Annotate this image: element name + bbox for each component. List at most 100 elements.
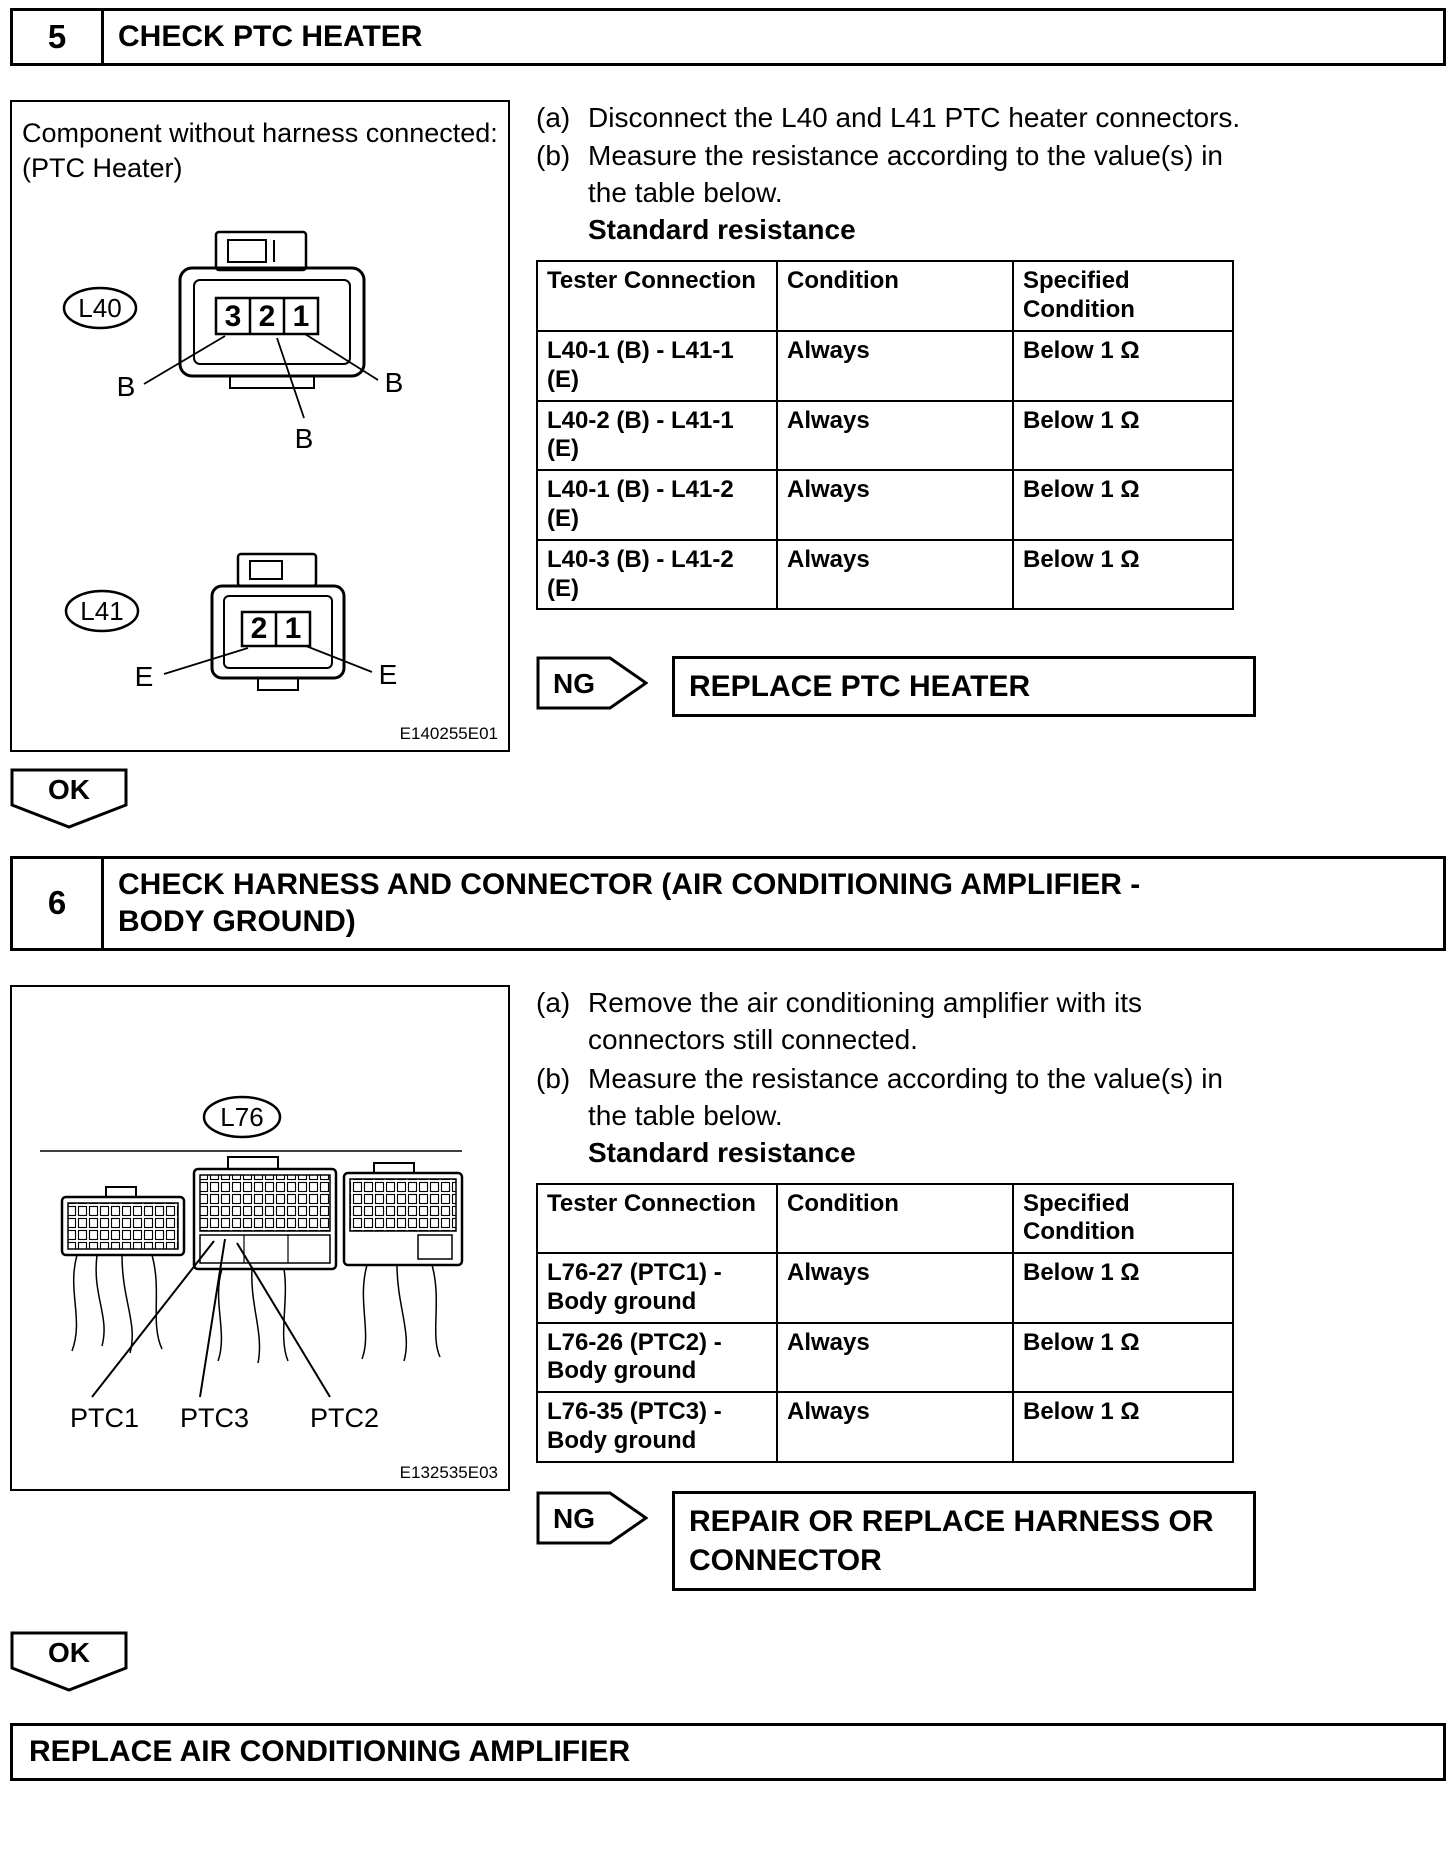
amplifier-connector-drawing: L76 <box>40 1095 464 1433</box>
ng-branch-step6: NG REPAIR OR REPLACE HARNESS OR CONNECTO… <box>536 1490 1256 1591</box>
l41-leader-left <box>163 646 249 675</box>
table-row: L76-26 (PTC2) - Body ground Always Below… <box>536 1321 1234 1394</box>
ok-pentagon-shape: OK <box>10 1631 128 1692</box>
step5-number: 5 <box>13 11 104 63</box>
l40-top-tab <box>214 230 308 271</box>
table-row: L76-35 (PTC3) - Body ground Always Below… <box>536 1391 1234 1463</box>
ptc3-leader <box>199 1238 226 1397</box>
table-cell: Always <box>776 1321 1014 1394</box>
step6-number: 6 <box>13 858 104 948</box>
table-cell: L76-27 (PTC1) - Body ground <box>536 1252 778 1324</box>
ptc2-label: PTC2 <box>310 1403 379 1433</box>
ptc2-leader <box>236 1242 331 1398</box>
left-connector-tab <box>105 1185 137 1198</box>
l41-terminal-left: E <box>135 661 154 692</box>
middle-connector-tab <box>227 1155 279 1170</box>
table-header-row: Tester Connection Condition Specified Co… <box>536 260 1234 332</box>
figure-caption: Component without harness connected: (PT… <box>22 116 498 186</box>
standard-resistance-label: Standard resistance <box>588 214 856 246</box>
l41-pin-2: 2 <box>251 612 268 645</box>
table-cell: Below 1 Ω <box>1012 329 1234 402</box>
table-cell: Always <box>776 1391 1014 1463</box>
instruction-marker: (b) <box>536 140 571 172</box>
l40-terminal-left: B <box>117 371 136 402</box>
table-header-cell: Condition <box>776 1182 1014 1255</box>
left-connector-pins <box>67 1201 179 1250</box>
resistance-table-step6: Tester Connection Condition Specified Co… <box>536 1182 1234 1463</box>
l76-id-oval <box>202 1095 282 1138</box>
table-row: L76-27 (PTC1) - Body ground Always Below… <box>536 1252 1234 1324</box>
step6-header: 6 CHECK HARNESS AND CONNECTOR (AIR CONDI… <box>10 855 1446 951</box>
ok-marker-step5: OK <box>10 768 128 830</box>
right-connector-tab <box>373 1161 415 1174</box>
table-header-cell: Specified Condition <box>1012 1182 1234 1255</box>
ng-marker: NG <box>536 656 648 717</box>
instruction-item: (b) Measure the resistance according to … <box>536 138 1256 212</box>
step5-header: 5 CHECK PTC HEATER <box>10 8 1446 66</box>
l40-pin-1: 1 <box>293 300 310 333</box>
instruction-item: (a) Disconnect the L40 and L41 PTC heate… <box>536 100 1256 137</box>
instruction-marker: (a) <box>536 101 571 133</box>
l41-top-tab-inner <box>249 559 283 580</box>
table-cell: Always <box>776 1252 1014 1324</box>
ng-result-box: REPLACE PTC HEATER <box>672 656 1256 718</box>
l40-bottom-tab <box>229 374 315 389</box>
table-cell: Always <box>776 538 1014 611</box>
table-row: L40-1 (B) - L41-1 (E) Always Below 1 Ω <box>536 329 1234 402</box>
l40-terminal-bottom: B <box>295 423 314 454</box>
table-cell: L40-2 (B) - L41-1 (E) <box>536 399 778 472</box>
wire-harness <box>71 1254 441 1363</box>
l41-leader-right <box>305 644 373 673</box>
l41-housing <box>210 584 346 680</box>
table-cell: L40-1 (B) - L41-2 (E) <box>536 469 778 541</box>
middle-connector-housing <box>192 1167 338 1270</box>
table-row: L40-3 (B) - L41-2 (E) Always Below 1 Ω <box>536 538 1234 611</box>
table-cell: Below 1 Ω <box>1012 399 1234 472</box>
ng-arrow-shape: NG <box>536 1491 648 1545</box>
instruction-marker: (b) <box>536 1062 571 1094</box>
table-cell: Always <box>776 469 1014 541</box>
table-cell: Below 1 Ω <box>1012 1252 1234 1324</box>
table-cell: L40-3 (B) - L41-2 (E) <box>536 538 778 611</box>
l40-pin-row <box>214 296 320 335</box>
instruction-item: (a) Remove the air conditioning amplifie… <box>536 985 1256 1059</box>
resistance-table-step5: Tester Connection Condition Specified Co… <box>536 260 1234 611</box>
step5-content: Component without harness connected: (PT… <box>10 99 1446 752</box>
figure-code: E140255E01 <box>399 723 498 743</box>
l40-terminal-right: B <box>385 367 404 398</box>
instruction-text: Disconnect the L40 and L41 PTC heater co… <box>588 101 1241 133</box>
step5-figure-panel: Component without harness connected: (PT… <box>10 99 510 752</box>
middle-connector-lower <box>199 1233 331 1264</box>
l40-leader-bottom <box>276 337 305 418</box>
instruction-text: Measure the resistance according to the … <box>588 1062 1223 1131</box>
ptc1-label: PTC1 <box>70 1403 139 1433</box>
final-result-bar: REPLACE AIR CONDITIONING AMPLIFIER <box>10 1722 1446 1781</box>
figure-caption-line1: Component without harness connected: <box>22 117 498 148</box>
l41-housing-inner <box>223 594 333 669</box>
ng-label: NG <box>553 668 595 699</box>
ptc-heater-connector-drawing: L40 3 2 1 B B B <box>62 230 404 692</box>
step6-instructions: (a) Remove the air conditioning amplifie… <box>536 985 1256 1591</box>
l76-id-label: L76 <box>220 1102 263 1132</box>
instruction-marker: (a) <box>536 986 571 1018</box>
l40-top-tab-inner <box>227 238 267 263</box>
figure-caption-line2: (PTC Heater) <box>22 152 183 183</box>
table-cell: L40-1 (B) - L41-1 (E) <box>536 329 778 402</box>
l40-housing-inner <box>193 278 351 365</box>
table-header-row: Tester Connection Condition Specified Co… <box>536 1182 1234 1255</box>
table-cell: Always <box>776 399 1014 472</box>
l41-bottom-tab <box>257 676 299 691</box>
ptc1-leader <box>91 1240 215 1398</box>
l40-id-oval <box>62 286 138 329</box>
right-connector-latch <box>417 1233 453 1260</box>
table-header-cell: Tester Connection <box>536 260 778 332</box>
figure-code: E132535E03 <box>399 1462 498 1482</box>
step6-content: L76 <box>10 984 1446 1591</box>
l41-id-oval <box>64 589 140 632</box>
table-cell: L76-26 (PTC2) - Body ground <box>536 1321 778 1394</box>
table-cell: Below 1 Ω <box>1012 469 1234 541</box>
table-cell: Below 1 Ω <box>1012 1321 1234 1394</box>
l40-id-label: L40 <box>78 293 121 323</box>
table-cell: Always <box>776 329 1014 402</box>
l41-terminal-right: E <box>379 659 398 690</box>
